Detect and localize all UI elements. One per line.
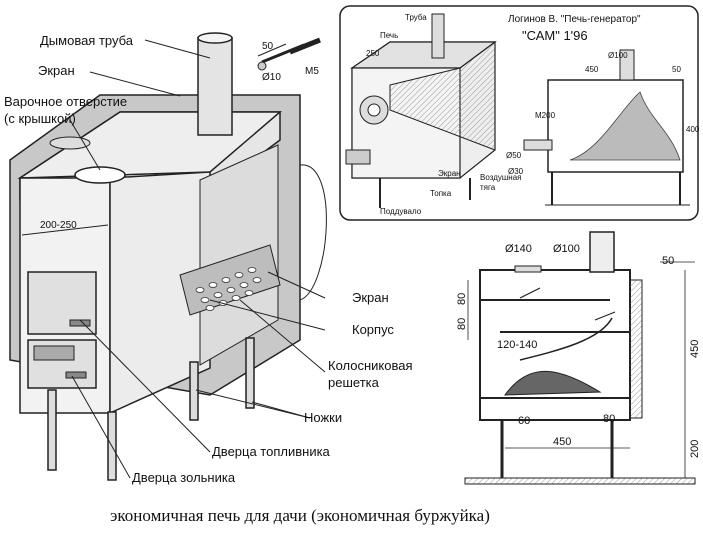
label-body: Корпус xyxy=(352,322,394,337)
svg-text:250: 250 xyxy=(366,49,380,58)
svg-text:Труба: Труба xyxy=(405,13,427,22)
svg-text:Топка: Топка xyxy=(430,189,452,198)
chimney xyxy=(197,37,233,136)
section-chimney xyxy=(589,231,615,273)
svg-text:50: 50 xyxy=(672,65,681,74)
inset-subtitle: "САМ" 1'96 xyxy=(522,28,588,43)
label-grate: Колосниковая xyxy=(328,358,413,373)
stove-side xyxy=(109,171,211,415)
inset-title: Логинов В. "Печь-генератор" xyxy=(508,14,641,25)
svg-text:M200: M200 xyxy=(535,111,556,120)
label-screen-right: Экран xyxy=(352,290,389,305)
svg-text:50: 50 xyxy=(662,255,674,267)
svg-text:Ø140: Ø140 xyxy=(505,243,532,255)
label-legs: Ножки xyxy=(304,410,342,425)
svg-text:450: 450 xyxy=(689,340,701,358)
svg-text:M5: M5 xyxy=(305,66,319,77)
svg-text:80: 80 xyxy=(456,293,468,305)
leader-lines xyxy=(69,39,327,479)
svg-text:50: 50 xyxy=(262,41,274,52)
svg-text:Воздушная: Воздушная xyxy=(480,173,521,182)
caption: экономичная печь для дачи (экономичная б… xyxy=(110,506,490,525)
main-stove: 200-250 50 Ø10 M5 Дымовая труба Эк xyxy=(4,32,413,485)
cooking-lid xyxy=(49,136,91,150)
svg-text:Поддувало: Поддувало xyxy=(380,207,422,216)
label-cooking-hole: Варочное отверстие xyxy=(4,94,127,109)
generator-inset: Логинов В. "Печь-генератор" "САМ" 1'96 Т… xyxy=(339,5,700,221)
svg-text:450: 450 xyxy=(553,436,571,448)
svg-text:тяга: тяга xyxy=(480,183,496,192)
svg-text:120-140: 120-140 xyxy=(497,339,537,351)
svg-text:Ø100: Ø100 xyxy=(608,51,628,60)
label-ash-door: Дверца зольника xyxy=(132,470,236,485)
bolt-detail: 50 Ø10 M5 xyxy=(257,37,321,83)
label-cooking-hole-2: (с крышкой) xyxy=(4,111,76,126)
svg-text:Ø50: Ø50 xyxy=(506,151,522,160)
section-drawing: Ø140 Ø100 50 80 80 120-140 450 80 60 450… xyxy=(456,231,701,485)
svg-text:Ø10: Ø10 xyxy=(262,72,281,83)
label-chimney: Дымовая труба xyxy=(40,33,134,48)
label-fuel-door: Дверца топливника xyxy=(212,444,331,459)
svg-text:Ø100: Ø100 xyxy=(553,243,580,255)
ash-door xyxy=(27,339,97,389)
label-screen-top: Экран xyxy=(38,63,75,78)
svg-text:200: 200 xyxy=(689,440,701,458)
cooking-hole xyxy=(74,166,126,184)
grate-holes xyxy=(195,267,262,311)
svg-text:Экран: Экран xyxy=(438,169,461,178)
dim-width: 200-250 xyxy=(40,220,77,231)
svg-text:Ø30: Ø30 xyxy=(508,167,524,176)
svg-text:Печь: Печь xyxy=(380,31,398,40)
svg-text:60: 60 xyxy=(518,415,530,427)
svg-text:80: 80 xyxy=(456,318,468,330)
svg-text:80: 80 xyxy=(603,413,615,425)
svg-text:450: 450 xyxy=(585,65,599,74)
svg-text:400: 400 xyxy=(686,125,700,134)
label-grate-2: решетка xyxy=(328,375,380,390)
